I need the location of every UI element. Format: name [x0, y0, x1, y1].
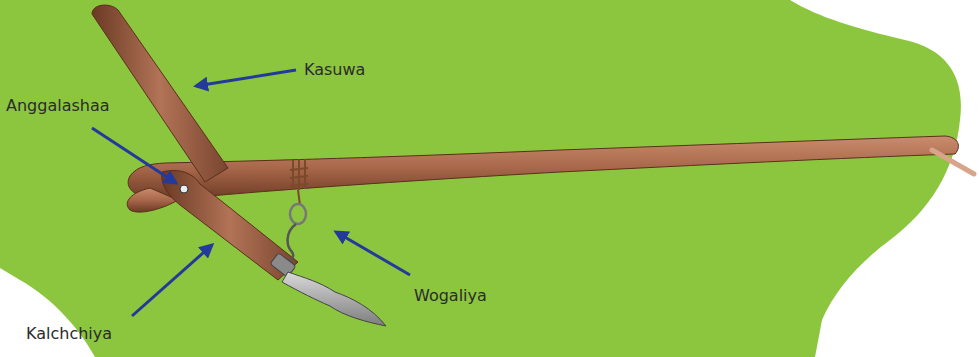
pin	[180, 185, 188, 193]
part-label: Kasuwa	[304, 60, 365, 79]
leader-lines	[92, 70, 410, 316]
handle	[92, 5, 228, 182]
plough-body	[162, 171, 298, 281]
beam-peg	[932, 150, 974, 174]
part-label: Anggalashaa	[6, 96, 110, 115]
share	[282, 272, 386, 326]
part-label: Kalchchiya	[26, 324, 112, 343]
beam	[128, 136, 958, 200]
part-label: Wogaliya	[414, 286, 487, 305]
rope-binding	[290, 159, 308, 205]
hook	[280, 204, 306, 262]
